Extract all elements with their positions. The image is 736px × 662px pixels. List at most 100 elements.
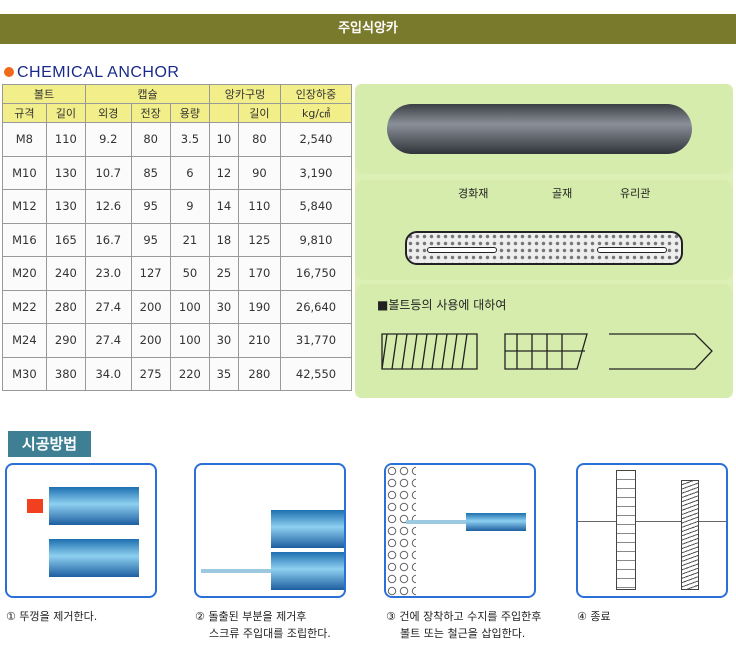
anchor-diagram-panel: 경화재 골재 유리관 ■볼트등의 사용에 대하여 (355, 84, 733, 398)
table-cell: 35 (209, 356, 239, 391)
th-hole: 앙카구멍 (209, 84, 281, 104)
th-bolt: 볼트 (2, 84, 86, 104)
table-cell: 100 (169, 323, 211, 358)
bolt-types-icon (381, 333, 713, 370)
table-cell: 95 (130, 189, 171, 224)
table-cell: 50 (169, 256, 211, 291)
table-cell: 12 (209, 155, 239, 190)
table-cell: 34.0 (84, 356, 132, 391)
table-cell: 85 (130, 155, 171, 190)
table-cell: M30 (2, 356, 47, 391)
table-cell: 220 (169, 356, 211, 391)
table-cell: 210 (237, 323, 282, 358)
sub-header-cell (209, 103, 239, 123)
table-cell: 127 (130, 256, 171, 291)
page-title: 주입식앙카 (0, 14, 736, 44)
table-cell: 9,810 (280, 222, 352, 257)
glass-tube-diagram (405, 231, 683, 265)
table-cell: 380 (45, 356, 86, 391)
sub-header-cell: 전장 (130, 103, 171, 123)
table-cell: 90 (237, 155, 282, 190)
label-glass-tube: 유리관 (620, 187, 651, 200)
sub-header-cell: 외경 (84, 103, 132, 123)
table-cell: 95 (130, 222, 171, 257)
table-cell: 9.2 (84, 122, 132, 157)
capsule-photo (355, 84, 733, 174)
table-cell: 110 (45, 122, 86, 157)
table-cell: 110 (237, 189, 282, 224)
step-2-image (194, 463, 346, 598)
table-cell: 125 (237, 222, 282, 257)
label-aggregate: 골재 (552, 187, 573, 200)
table-cell: 80 (130, 122, 171, 157)
table-cell: 14 (209, 189, 239, 224)
table-cell: 25 (209, 256, 239, 291)
table-cell: 190 (237, 289, 282, 324)
table-cell: 27.4 (84, 289, 132, 324)
th-capsule: 캡슐 (84, 84, 211, 104)
table-cell: 23.0 (84, 256, 132, 291)
table-cell: 42,550 (280, 356, 352, 391)
step-4-caption: ④ 종료 (577, 610, 611, 623)
howto-title: 시공방법 (8, 431, 91, 457)
table-cell: 200 (130, 289, 171, 324)
table-cell: 16.7 (84, 222, 132, 257)
table-cell: 9 (169, 189, 211, 224)
table-cell: 275 (130, 356, 171, 391)
table-cell: 5,840 (280, 189, 352, 224)
table-cell: 280 (237, 356, 282, 391)
table-cell: 165 (45, 222, 86, 257)
sub-header-cell: kg/㎠ (280, 103, 352, 123)
table-cell: 21 (169, 222, 211, 257)
table-cell: 2,540 (280, 122, 352, 157)
bullet-icon (4, 67, 14, 77)
table-cell: 10.7 (84, 155, 132, 190)
section-title: CHEMICAL ANCHOR (17, 64, 180, 81)
sub-header-cell: 길이 (45, 103, 86, 123)
bolt-usage-title: ■볼트등의 사용에 대하여 (377, 298, 507, 312)
step-4-image (576, 463, 728, 598)
table-cell: M22 (2, 289, 47, 324)
label-hardener: 경화재 (458, 187, 489, 200)
table-cell: 130 (45, 189, 86, 224)
table-cell: M16 (2, 222, 47, 257)
table-cell: 26,640 (280, 289, 352, 324)
th-load: 인장하중 (280, 84, 352, 104)
table-cell: M24 (2, 323, 47, 358)
step-3-image (384, 463, 536, 598)
table-cell: M10 (2, 155, 47, 190)
table-cell: M8 (2, 122, 47, 157)
step-1-image (5, 463, 157, 598)
table-cell: 170 (237, 256, 282, 291)
table-cell: 12.6 (84, 189, 132, 224)
table-group-header: 볼트 캡슐 앙카구멍 인장하중 (2, 84, 352, 104)
table-cell: M12 (2, 189, 47, 224)
capsule-image (387, 104, 692, 154)
table-cell: 200 (130, 323, 171, 358)
table-cell: 30 (209, 323, 239, 358)
table-cell: 130 (45, 155, 86, 190)
table-cell: 290 (45, 323, 86, 358)
table-cell: 6 (169, 155, 211, 190)
table-cell: 280 (45, 289, 86, 324)
section-heading: CHEMICAL ANCHOR (4, 64, 179, 82)
sub-header-cell: 용량 (169, 103, 211, 123)
table-cell: 100 (169, 289, 211, 324)
table-cell: 3.5 (169, 122, 211, 157)
sub-header-cell: 길이 (237, 103, 282, 123)
table-cell: 10 (209, 122, 239, 157)
table-cell: 16,750 (280, 256, 352, 291)
capsule-section: 경화재 골재 유리관 (355, 180, 733, 280)
